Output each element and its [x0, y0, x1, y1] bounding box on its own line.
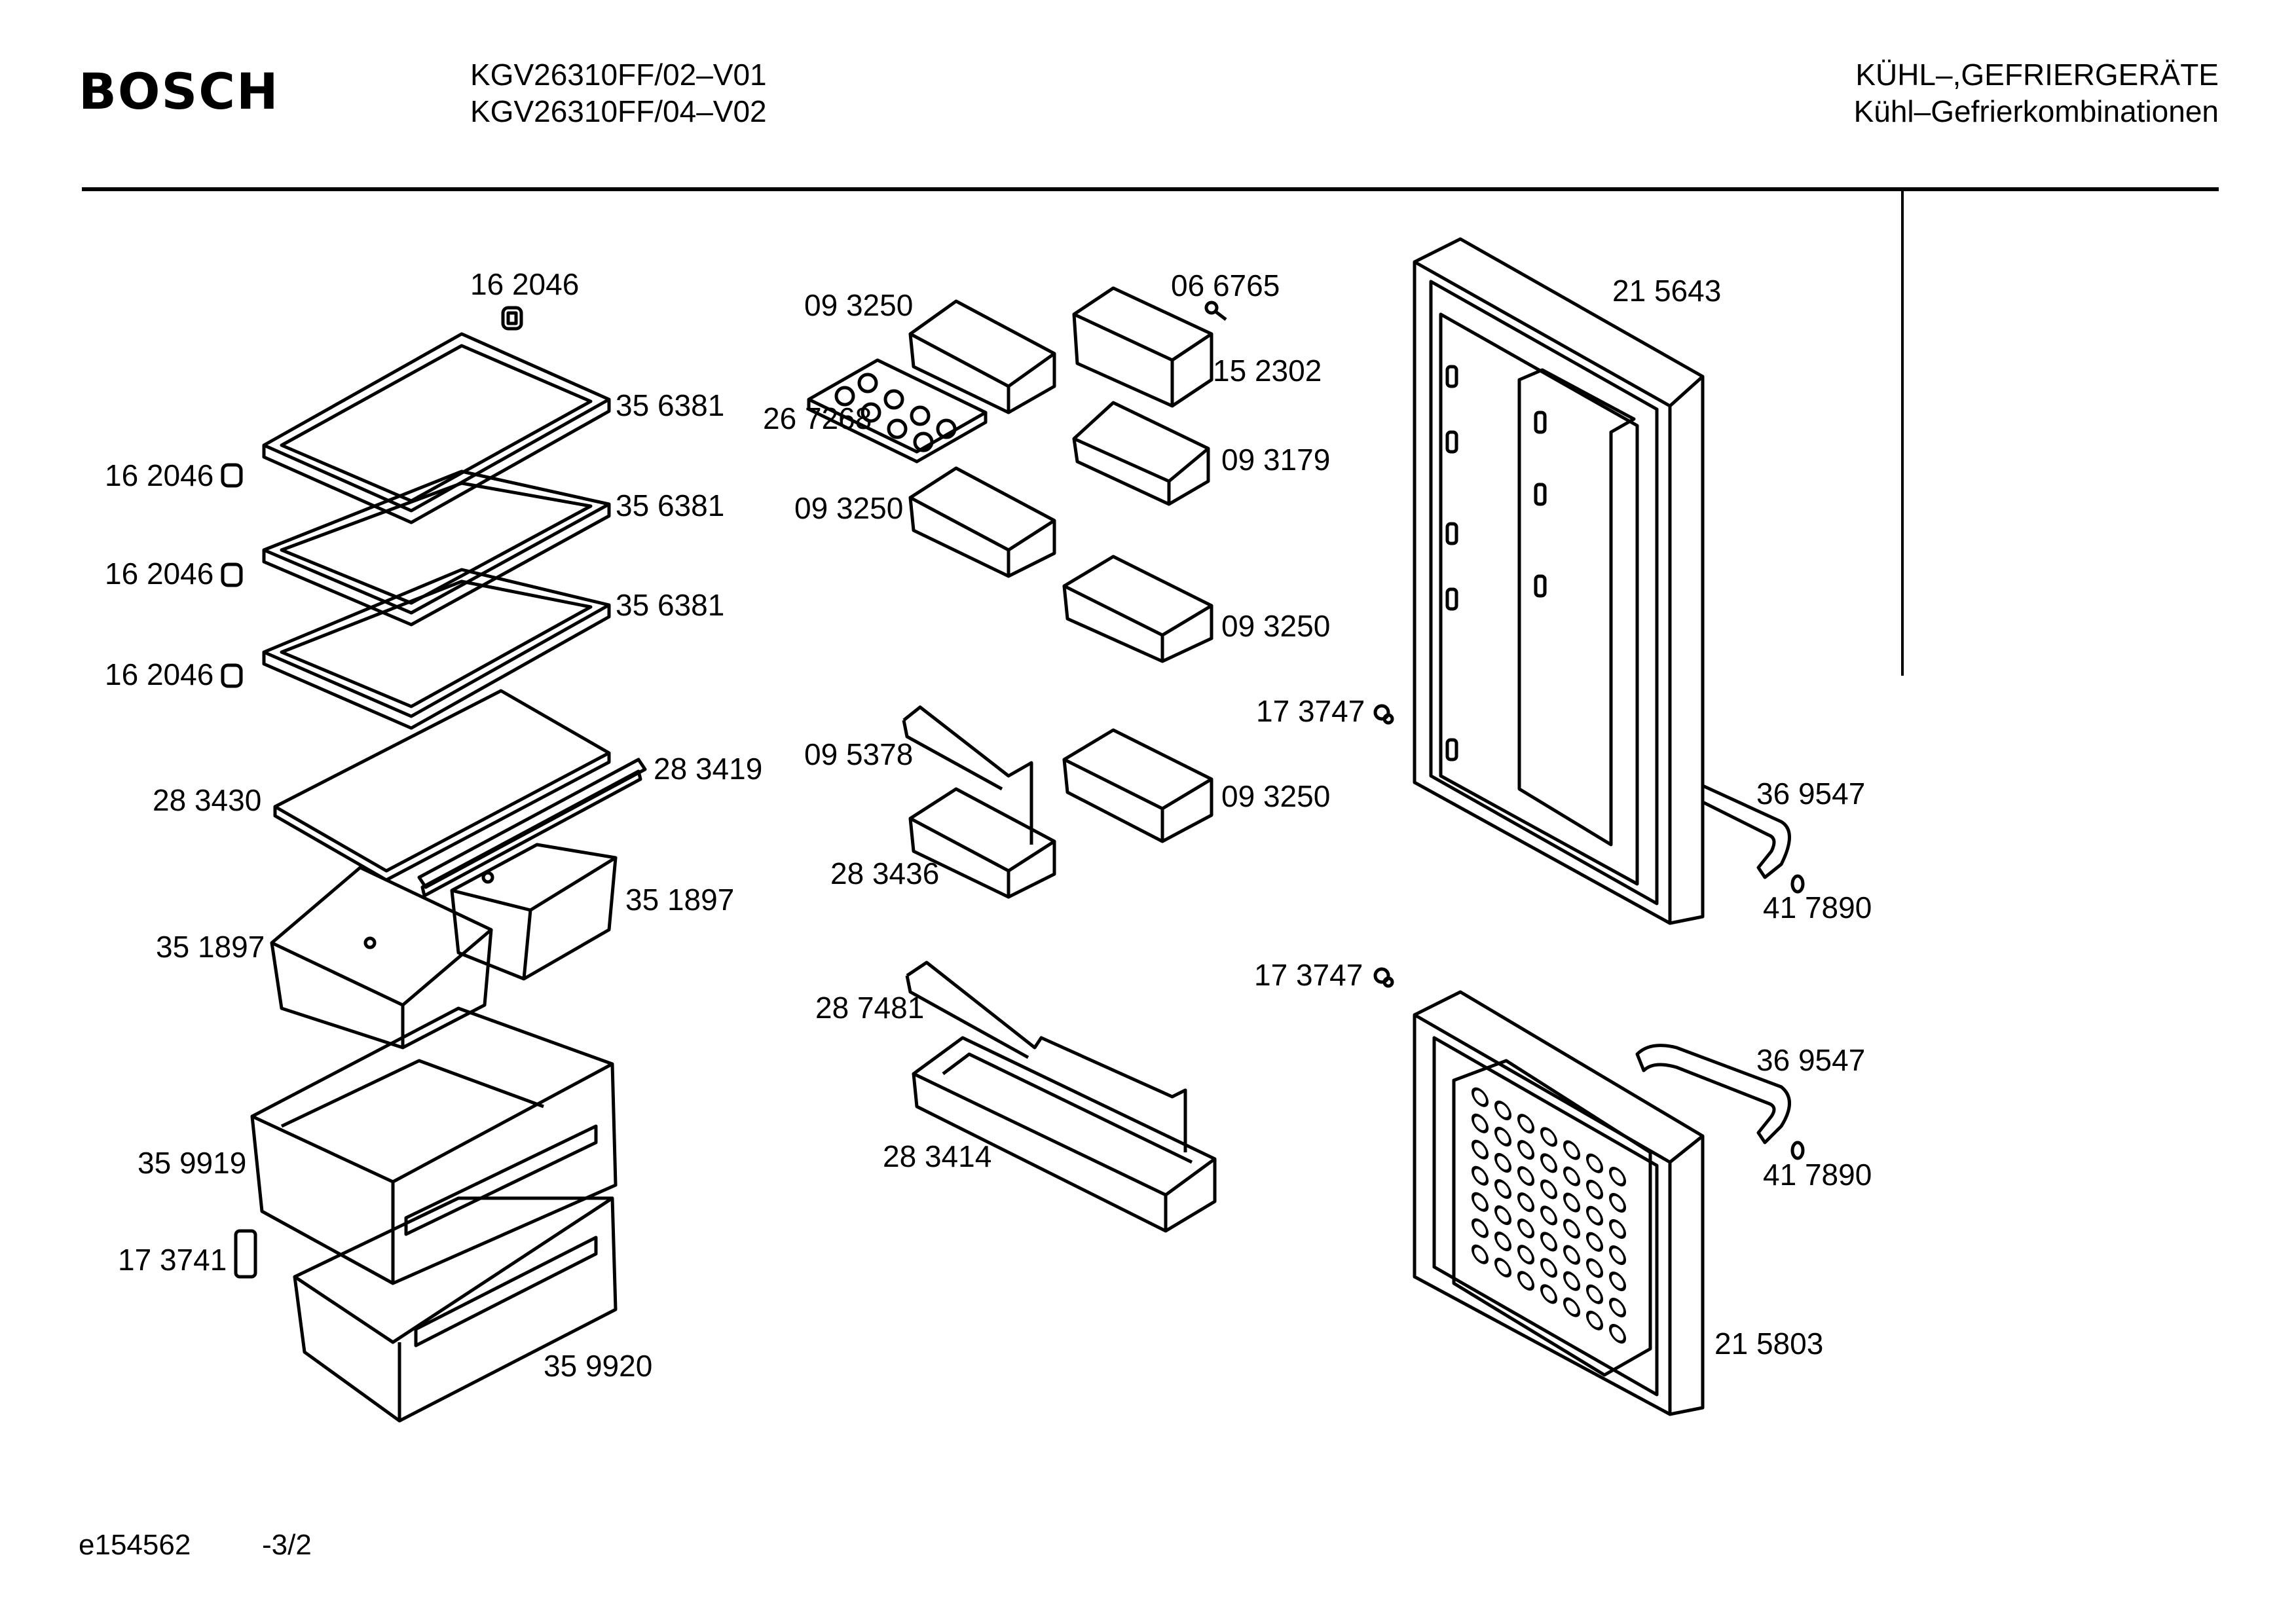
- shelf-clip-3-part: [221, 663, 243, 688]
- label-shelf-clip-2: 16 2046: [105, 557, 213, 591]
- handle-cap-1-part: [1790, 874, 1805, 894]
- label-screw: 06 6765: [1171, 268, 1280, 302]
- label-door-shelf-f: 28 3436: [830, 856, 939, 890]
- glass-shelf-2-part: [262, 469, 611, 627]
- label-fridge-door: 21 5643: [1612, 274, 1721, 308]
- butter-lid-part: [1072, 286, 1213, 408]
- handle-clip-part: [234, 1229, 257, 1279]
- label-handle-cap-2: 41 7890: [1763, 1158, 1872, 1192]
- label-butter-lid: 15 2302: [1213, 354, 1322, 388]
- label-egg-tray: 26 7268: [763, 401, 872, 435]
- model-number-2: KGV26310FF/04–V02: [470, 94, 767, 128]
- label-glass-shelf-3: 35 6381: [616, 588, 724, 622]
- glass-shelf-3-part: [262, 568, 611, 730]
- page-number: -3/2: [262, 1529, 312, 1561]
- category-line-2: Kühl–Gefrierkombinationen: [1853, 94, 2219, 128]
- label-door-shelf-c: 09 3179: [1221, 443, 1330, 477]
- label-hinge-pin-2: 17 3747: [1254, 958, 1363, 992]
- screw-part: [1204, 301, 1227, 321]
- handle-2-part: [1635, 1044, 1791, 1145]
- drawer-small-right-part: [450, 843, 618, 981]
- label-glass-shelf-2: 35 6381: [616, 488, 724, 522]
- label-freezer-drawer-upper: 35 9919: [138, 1146, 246, 1180]
- doc-id: e154562: [79, 1529, 191, 1561]
- label-shelf-clip-top: 16 2046: [470, 267, 579, 301]
- label-door-shelf-d: 09 3250: [1221, 609, 1330, 643]
- door-shelf-c-part: [1072, 401, 1210, 506]
- model-numbers: KGV26310FF/02–V01 KGV26310FF/04–V02: [470, 56, 767, 130]
- label-cover-plate: 28 3430: [153, 783, 261, 817]
- label-bottle-shelf: 28 3414: [883, 1139, 991, 1173]
- label-door-shelf-b: 09 3250: [794, 491, 903, 525]
- bottle-retainer-large-part: [905, 961, 1187, 1152]
- bottle-retainer-small-part: [902, 705, 1033, 845]
- handle-cap-2-part: [1790, 1141, 1805, 1160]
- door-shelf-e-part: [1062, 728, 1213, 843]
- bottle-shelf-part: [912, 1036, 1217, 1233]
- label-freezer-door: 21 5803: [1714, 1327, 1823, 1361]
- shelf-clip-1-part: [221, 463, 243, 488]
- model-number-1: KGV26310FF/02–V01: [470, 58, 767, 92]
- handle-1-part: [1701, 784, 1791, 879]
- shelf-clip-top-part: [501, 306, 523, 331]
- door-shelf-a-part: [908, 299, 1056, 414]
- cover-strip-part: [417, 758, 647, 898]
- vertical-rule: [1901, 191, 1904, 676]
- category-title: KÜHL–,GEFRIERGERÄTE Kühl–Gefrierkombinat…: [1854, 56, 2219, 130]
- brand-logo: BOSCH: [79, 62, 280, 120]
- label-glass-shelf-1: 35 6381: [616, 388, 724, 422]
- label-door-shelf-a: 09 3250: [804, 288, 913, 322]
- label-shelf-clip-3: 16 2046: [105, 657, 213, 691]
- label-cover-strip: 28 3419: [654, 752, 762, 786]
- drawer-small-left-part: [270, 866, 493, 1050]
- door-shelf-f-part: [908, 787, 1056, 899]
- label-freezer-drawer-lower: 35 9920: [544, 1349, 652, 1383]
- freezer-door-part: [1413, 990, 1705, 1416]
- label-bottle-retainer-small: 09 5378: [804, 737, 913, 771]
- label-drawer-small-right: 35 1897: [625, 883, 734, 917]
- label-handle-clip: 17 3741: [118, 1243, 227, 1277]
- label-handle-2: 36 9547: [1756, 1043, 1865, 1077]
- label-handle-1: 36 9547: [1756, 777, 1865, 811]
- label-drawer-small-left: 35 1897: [156, 930, 265, 964]
- label-handle-cap-1: 41 7890: [1763, 890, 1872, 925]
- label-door-shelf-e: 09 3250: [1221, 779, 1330, 813]
- cover-plate-part: [273, 689, 611, 882]
- freezer-drawer-lower-part: [293, 1196, 618, 1423]
- egg-tray-part: [807, 358, 988, 464]
- freezer-door-pattern: [1472, 1087, 1626, 1344]
- freezer-drawer-upper-part: [250, 1006, 618, 1285]
- label-shelf-clip-1: 16 2046: [105, 458, 213, 492]
- glass-shelf-1-part: [262, 332, 611, 524]
- door-shelf-d-part: [1062, 555, 1213, 663]
- freezer-door-dimples: [1472, 1087, 1626, 1344]
- label-bottle-retainer-large: 28 7481: [815, 991, 924, 1025]
- header-rule: [82, 187, 2219, 191]
- fridge-door-part: [1413, 237, 1705, 925]
- door-shelf-b-part: [908, 466, 1056, 578]
- shelf-clip-2-part: [221, 562, 243, 587]
- category-line-1: KÜHL–,GEFRIERGERÄTE: [1855, 58, 2219, 92]
- label-hinge-pin-1: 17 3747: [1256, 694, 1365, 728]
- hinge-pin-1-part: [1373, 704, 1394, 725]
- hinge-pin-2-part: [1373, 967, 1394, 988]
